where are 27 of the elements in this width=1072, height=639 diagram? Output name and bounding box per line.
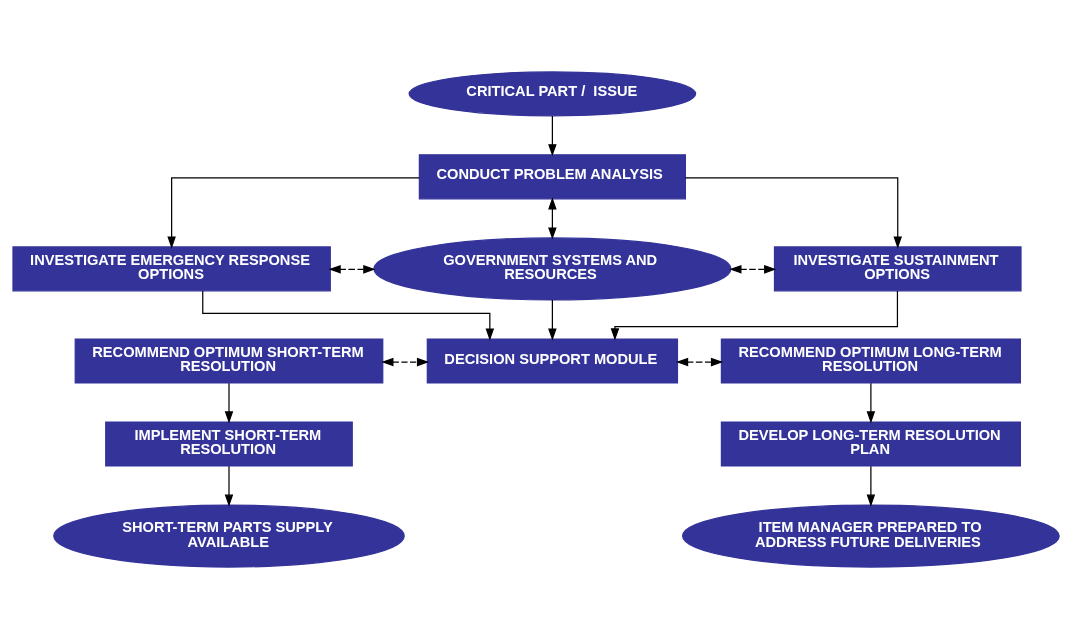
arrow <box>548 299 557 341</box>
arrow <box>610 290 899 341</box>
node-box: INVESTIGATE EMERGENCY RESPONSE OPTIONS <box>12 246 331 292</box>
arrow <box>866 465 876 507</box>
arrow <box>729 265 777 274</box>
node-ellipse: SHORT-TERM PARTS SUPPLY AVAILABLE <box>53 504 405 568</box>
node-box: IMPLEMENT SHORT-TERM RESOLUTION <box>105 421 353 467</box>
arrow <box>167 177 420 249</box>
arrow <box>548 197 557 240</box>
node-box: RECOMMEND OPTIMUM SHORT-TERM RESOLUTION <box>74 338 384 384</box>
arrow <box>202 290 495 341</box>
node-ellipse: ITEM MANAGER PREPARED TO ADDRESS FUTURE DELIVERIES <box>682 504 1060 568</box>
arrow <box>224 382 234 424</box>
node-ellipse: GOVERNMENT SYSTEMS AND RESOURCES <box>373 237 732 301</box>
node-box: CONDUCT PROBLEM ANALYSIS <box>418 154 686 200</box>
arrow <box>224 465 234 507</box>
node-box: DECISION SUPPORT MODULE <box>426 338 679 384</box>
node-box: INVESTIGATE SUSTAINMENT OPTIONS <box>773 246 1022 292</box>
arrow <box>328 265 376 274</box>
arrow <box>866 382 876 424</box>
arrow <box>684 177 902 249</box>
node-box: RECOMMEND OPTIMUM LONG-TERM RESOLUTION <box>720 338 1021 384</box>
node-box: DEVELOP LONG-TERM RESOLUTION PLAN <box>720 421 1021 467</box>
arrow <box>548 115 557 157</box>
node-ellipse: CRITICAL PART / ISSUE <box>408 71 697 117</box>
arrow <box>381 357 430 367</box>
arrow <box>675 357 724 367</box>
